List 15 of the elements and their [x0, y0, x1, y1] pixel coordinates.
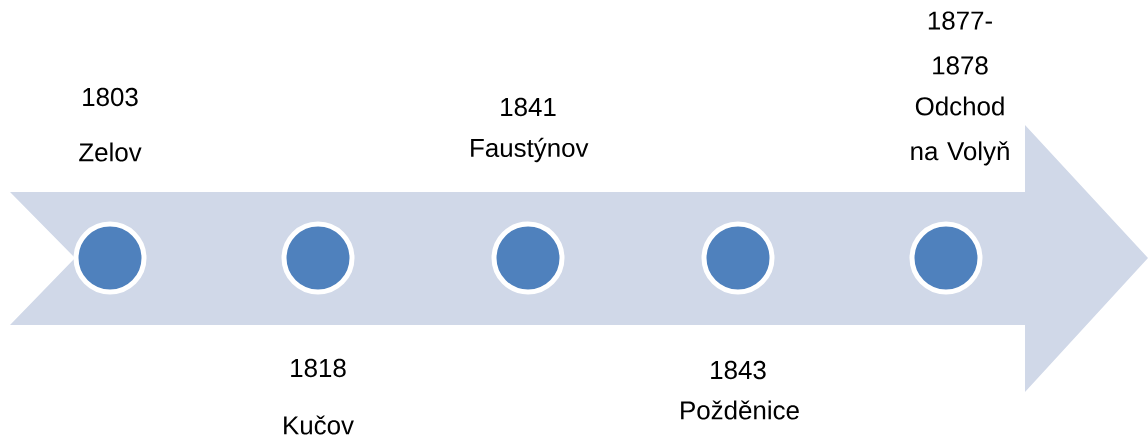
place-label: Kučov	[284, 415, 354, 435]
timeline-dot	[281, 221, 355, 295]
year-label: 1877-1878	[928, 11, 992, 75]
timeline-dot	[491, 221, 565, 295]
place-label: Faustýnov	[471, 137, 589, 163]
place-label: Zelov	[79, 142, 142, 162]
place-label: Požděnice	[681, 400, 799, 420]
place-label: Odchod na Volyň	[911, 96, 1009, 166]
timeline-dot	[701, 221, 775, 295]
year-label: 1818	[291, 358, 346, 378]
year-label: 1803	[83, 87, 138, 107]
year-label: 1843	[711, 360, 766, 380]
year-label: 1841	[501, 97, 556, 117]
timeline-dot	[909, 221, 983, 295]
timeline-dot	[73, 221, 147, 295]
